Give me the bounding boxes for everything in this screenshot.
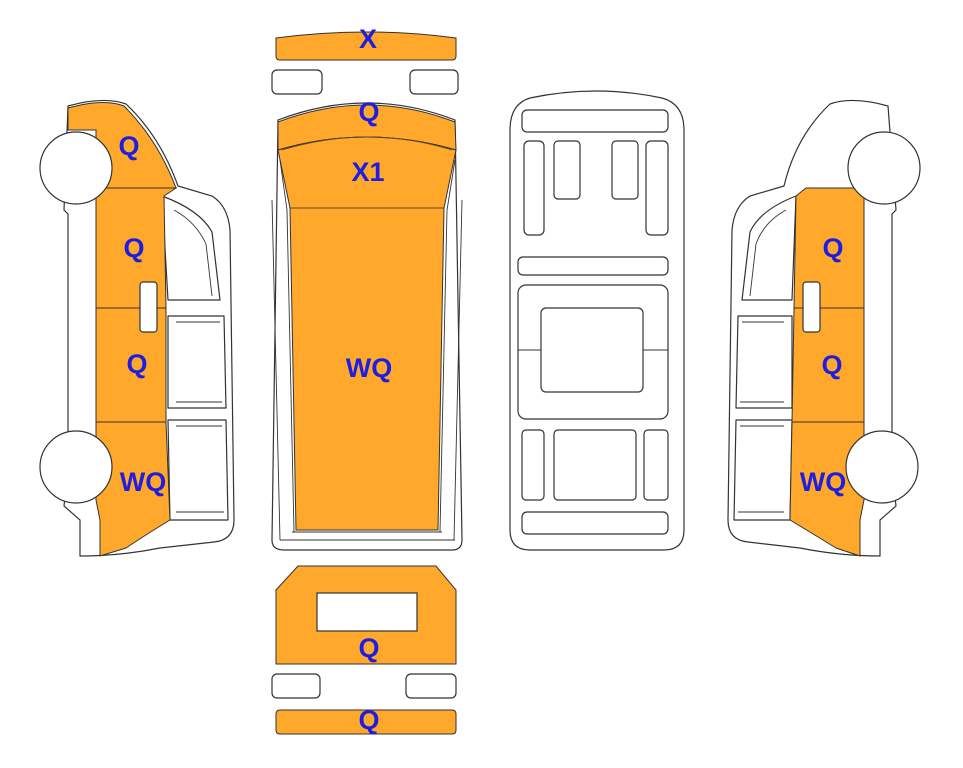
underbody-rear-left — [521, 429, 545, 501]
right-frame-inner — [738, 209, 787, 513]
front-left-light — [271, 69, 323, 95]
windshield-top-seam — [281, 136, 453, 151]
right-door-handle — [802, 281, 821, 333]
front-right-light — [409, 69, 459, 95]
label-right-front-door: Q — [822, 233, 843, 263]
left-frame-inner — [173, 209, 224, 513]
front-bumper-panel[interactable] — [275, 31, 457, 61]
left-front-wheel — [39, 131, 113, 205]
right-rear-quarter-panel[interactable] — [789, 421, 865, 557]
label-right-sliding-door: Q — [821, 350, 842, 380]
left-rear-quarter-panel[interactable] — [95, 421, 171, 557]
label-left-front-fender: Q — [118, 131, 139, 161]
top-right-side-strip — [439, 159, 463, 541]
rear-bumper-panel[interactable] — [275, 709, 457, 735]
top-view: X Q X1 WQ — [271, 24, 463, 551]
underbody-left-rail-front — [523, 140, 545, 236]
underbody-cross-member — [517, 256, 669, 276]
left-front-door-panel[interactable] — [95, 187, 178, 309]
label-rear-door: Q — [358, 633, 379, 663]
left-window-frames — [161, 195, 229, 521]
label-right-rear-quarter: WQ — [800, 467, 847, 497]
label-left-rear-quarter: WQ — [120, 467, 167, 497]
underbody-front-bar — [521, 109, 669, 133]
underbody-rear-right — [643, 429, 669, 501]
label-windshield: X1 — [351, 157, 384, 187]
label-left-sliding-door: Q — [126, 349, 147, 379]
rear-left-light — [271, 673, 321, 699]
top-rear-edge — [280, 531, 455, 541]
label-front-bumper: X — [359, 24, 377, 54]
rear-window — [316, 592, 418, 632]
underbody-rear-center — [553, 429, 637, 501]
underbody-engine-right — [611, 140, 639, 200]
left-rear-wheel — [39, 430, 113, 504]
underbody-right-rail-front — [645, 140, 669, 236]
top-left-side-strip — [271, 159, 295, 541]
underbody-engine-left — [553, 140, 581, 200]
rear-view: Q Q — [271, 565, 457, 735]
left-side-view: Q Q Q WQ — [39, 99, 235, 557]
underbody-fuel-tank — [540, 307, 644, 393]
label-rear-bumper: Q — [358, 705, 379, 735]
label-hood: Q — [358, 97, 379, 127]
label-roof: WQ — [346, 353, 393, 383]
right-front-wheel — [847, 131, 921, 205]
right-rear-wheel — [845, 430, 919, 504]
left-door-handle — [139, 281, 158, 333]
label-left-front-door: Q — [123, 233, 144, 263]
right-side-view: Q Q WQ — [727, 99, 921, 557]
underbody-rear-bar — [521, 511, 669, 535]
underbody-view — [509, 90, 685, 551]
rear-right-light — [405, 673, 457, 699]
